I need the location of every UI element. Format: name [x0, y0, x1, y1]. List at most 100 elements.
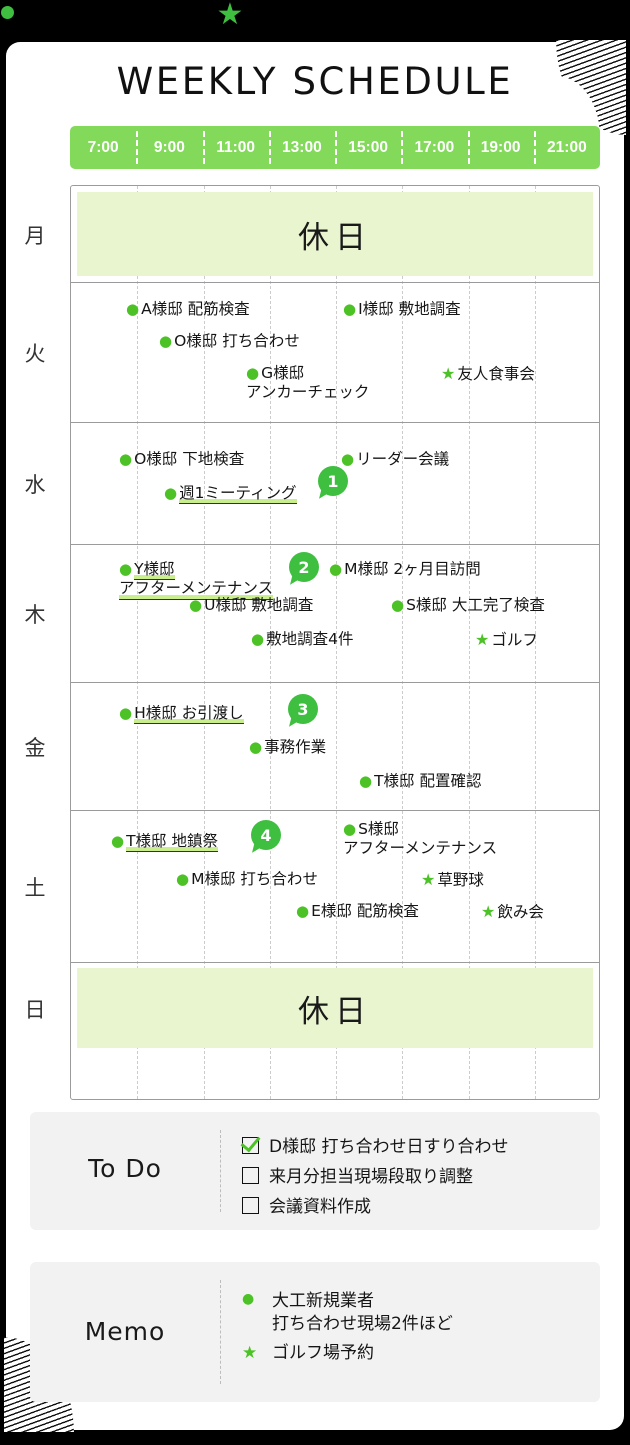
event-label: M様邸 打ち合わせ [191, 870, 318, 888]
todo-item-label: 会議資料作成 [269, 1197, 371, 1217]
todo-panel-label: To Do [88, 1154, 162, 1183]
todo-panel-divider [220, 1130, 221, 1212]
memo-item[interactable]: ●大工新規業者打ち合わせ現場2件ほど [242, 1290, 453, 1336]
event-label: 草野球 [437, 871, 484, 889]
event-number-badge[interactable]: 4 [251, 820, 281, 850]
schedule-event[interactable]: ●リーダー会議 [341, 450, 449, 469]
schedule-event[interactable]: ●S様邸 大工完了検査 [391, 596, 545, 615]
page-title: WEEKLY SCHEDULE [116, 60, 514, 103]
time-header-cell: 21:00 [533, 126, 600, 169]
row-separator [71, 682, 599, 683]
schedule-event[interactable]: ●A様邸 配筋検査 [126, 300, 250, 319]
schedule-event[interactable]: ●Y様邸アフターメンテナンス [119, 560, 274, 600]
bullet-icon: ● [343, 820, 357, 838]
day-label-1: 火 [24, 342, 46, 366]
schedule-event[interactable]: ●事務作業 [249, 738, 326, 757]
todo-item-label: 来月分担当現場段取り調整 [269, 1167, 473, 1187]
day-label-0: 月 [24, 224, 46, 248]
bullet-icon: ● [249, 738, 263, 756]
schedule-event[interactable]: ●週1ミーティング [164, 484, 297, 504]
schedule-event[interactable]: ●O様邸 下地検査 [119, 450, 244, 469]
day-label-3: 木 [24, 603, 46, 627]
schedule-event[interactable]: ●T様邸 地鎮祭 [111, 832, 218, 852]
memo-item[interactable]: ★ゴルフ場予約 [242, 1342, 374, 1365]
bullet-icon: ● [343, 300, 357, 318]
event-label: U様邸 敷地調査 [204, 596, 314, 614]
event-label: リーダー会議 [356, 450, 450, 468]
event-label: H様邸 お引渡し [134, 704, 244, 724]
event-number-badge[interactable]: 1 [318, 466, 348, 496]
schedule-event[interactable]: ●S様邸アフターメンテナンス [343, 820, 497, 858]
event-number-badge[interactable]: 3 [288, 694, 318, 724]
checkbox-icon[interactable] [242, 1197, 259, 1214]
time-header-cell: 19:00 [467, 126, 534, 169]
star-icon: ★ [441, 364, 456, 383]
schedule-event[interactable]: ●M様邸 打ち合わせ [176, 870, 318, 889]
star-icon: ★ [421, 870, 436, 889]
bullet-icon: ● [391, 596, 405, 614]
checkbox-checked-icon[interactable] [242, 1137, 259, 1154]
bullet-icon: ● [359, 772, 373, 790]
time-header-cell: 13:00 [268, 126, 335, 169]
schedule-event[interactable]: ●H様邸 お引渡し [119, 704, 244, 724]
row-separator [71, 544, 599, 545]
grid-column-divider [336, 186, 337, 1099]
schedule-event[interactable]: ●M様邸 2ヶ月目訪問 [329, 560, 481, 579]
memo-list: ●大工新規業者打ち合わせ現場2件ほど ★ゴルフ場予約 [242, 1262, 586, 1402]
memo-item-label: 大工新規業者 [272, 1291, 374, 1311]
schedule-event[interactable]: ●I様邸 敷地調査 [343, 300, 461, 319]
schedule-event[interactable]: ●E様邸 配筋検査 [296, 902, 419, 921]
event-label: O様邸 打ち合わせ [174, 332, 300, 350]
schedule-event[interactable]: ●T様邸 配置確認 [359, 772, 482, 791]
bullet-icon: ● [119, 560, 133, 578]
event-number-badge[interactable]: 2 [289, 552, 319, 582]
row-separator [71, 282, 599, 283]
memo-item-label-line2: 打ち合わせ現場2件ほど [272, 1313, 453, 1334]
grid-column-divider [137, 186, 139, 1099]
schedule-event[interactable]: ★飲み会 [481, 902, 544, 922]
memo-panel: Memo ●大工新規業者打ち合わせ現場2件ほど★ゴルフ場予約 [30, 1262, 600, 1402]
time-header-cell: 17:00 [401, 126, 467, 169]
bullet-icon: ● [119, 450, 133, 468]
event-label: Y様邸 [134, 560, 175, 580]
grid-column-divider [203, 186, 205, 1099]
star-icon: ★ [481, 902, 496, 921]
schedule-event[interactable]: ●O様邸 打ち合わせ [159, 332, 300, 351]
bullet-icon: ● [111, 832, 125, 850]
day-label-6: 日 [24, 998, 46, 1022]
schedule-event[interactable]: ●G様邸アンカーチェック [246, 364, 369, 402]
rest-day-text: 休日 [298, 219, 372, 256]
grid-column-divider [402, 186, 404, 1099]
schedule-event[interactable]: ★ゴルフ [475, 630, 538, 650]
time-header-cell: 15:00 [335, 126, 401, 169]
row-separator [71, 422, 599, 423]
todo-item[interactable]: D様邸 打ち合わせ日すり合わせ [242, 1132, 509, 1157]
day-label-column: 月火水木金土日 [0, 185, 70, 1100]
star-icon: ★ [475, 630, 490, 649]
event-label: M様邸 2ヶ月目訪問 [344, 560, 481, 578]
memo-item-label: ゴルフ場予約 [272, 1343, 374, 1363]
checkbox-icon[interactable] [242, 1167, 259, 1184]
todo-item[interactable]: 会議資料作成 [242, 1192, 371, 1217]
schedule-event[interactable]: ●U様邸 敷地調査 [189, 596, 313, 615]
schedule-event[interactable]: ●敷地調査4件 [251, 630, 353, 649]
todo-item-label: D様邸 打ち合わせ日すり合わせ [269, 1137, 509, 1157]
event-label: S様邸 大工完了検査 [406, 596, 545, 614]
rest-day-band: 休日 [77, 968, 593, 1048]
bullet-icon: ● [164, 484, 178, 502]
event-label-line2: アフターメンテナンス [343, 838, 498, 857]
schedule-event[interactable]: ★友人食事会 [441, 364, 535, 384]
bullet-icon: ● [126, 300, 140, 318]
event-label: O様邸 下地検査 [134, 450, 245, 468]
todo-item[interactable]: 来月分担当現場段取り調整 [242, 1162, 473, 1187]
bullet-icon: ● [329, 560, 343, 578]
event-label: 友人食事会 [457, 365, 535, 383]
time-header-cell: 9:00 [136, 126, 202, 169]
schedule-event[interactable]: ★草野球 [421, 870, 484, 890]
bullet-icon: ● [119, 704, 133, 722]
event-label: I様邸 敷地調査 [358, 300, 461, 318]
row-separator [71, 810, 599, 811]
event-label: 敷地調査4件 [266, 630, 354, 648]
grid-column-divider [468, 186, 470, 1099]
